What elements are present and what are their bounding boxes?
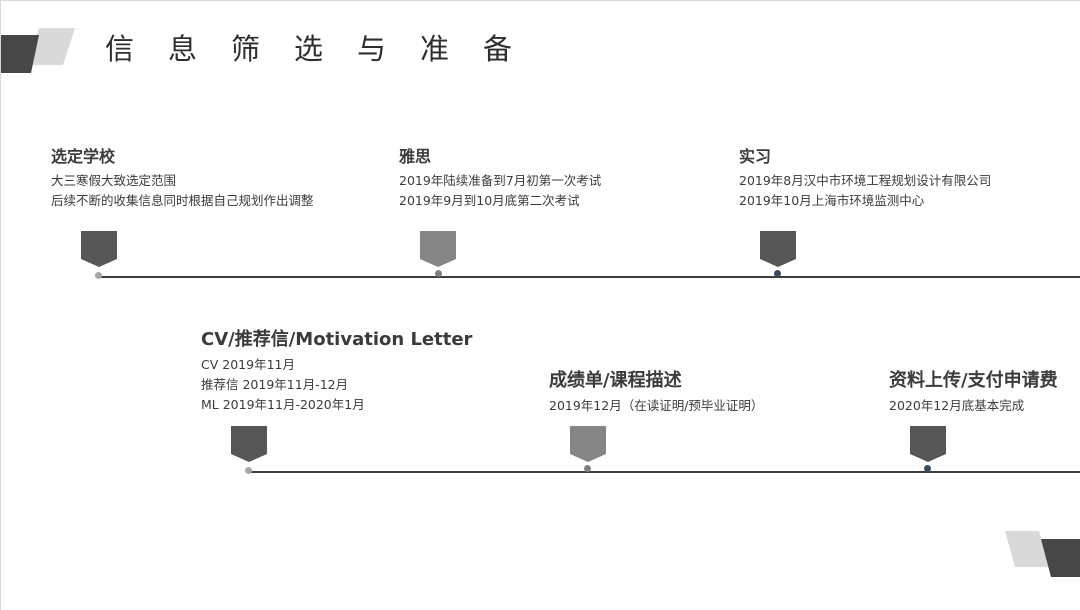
timeline-dot [245,467,252,474]
event-detail-line: ML 2019年11月-2020年1月 [201,397,365,412]
timeline-dot [774,270,781,277]
event-description: 2020年12月底基本完成 [889,396,1058,416]
timeline-line-row-2 [249,471,1080,473]
timeline-event-internship: 实习 2019年8月汉中市环境工程规划设计有限公司 2019年10月上海市环境监… [739,146,991,211]
event-detail-line: 2019年12月（在读证明/预毕业证明） [549,398,764,413]
deco-parallelogram-dark [1041,539,1080,577]
event-detail-line: 2019年8月汉中市环境工程规划设计有限公司 [739,173,992,188]
page-title: 信息筛选与准备 [105,32,547,66]
event-description: 2019年12月（在读证明/预毕业证明） [549,396,763,416]
timeline-marker [570,426,606,462]
deco-parallelogram-light [27,28,75,65]
event-description: 2019年8月汉中市环境工程规划设计有限公司 2019年10月上海市环境监测中心 [739,171,991,211]
timeline-event-ielts: 雅思 2019年陆续准备到7月初第一次考试 2019年9月到10月底第二次考试 [399,146,601,211]
timeline-marker [81,231,117,267]
event-heading: CV/推荐信/Motivation Letter [201,329,473,350]
event-heading: 实习 [739,147,772,166]
event-detail-line: CV 2019年11月 [201,357,295,372]
event-detail-line: 后续不断的收集信息同时根据自己规划作出调整 [51,193,314,208]
event-detail-line: 2020年12月底基本完成 [889,398,1025,413]
event-description: 2019年陆续准备到7月初第一次考试 2019年9月到10月底第二次考试 [399,171,601,211]
timeline-line-row-1 [99,276,1080,278]
timeline-event-select-school: 选定学校 大三寒假大致选定范围 后续不断的收集信息同时根据自己规划作出调整 [51,146,314,211]
event-heading: 雅思 [399,147,432,166]
event-heading: 资料上传/支付申请费 [889,370,1058,391]
timeline-dot [924,465,931,472]
event-description: 大三寒假大致选定范围 后续不断的收集信息同时根据自己规划作出调整 [51,171,314,211]
timeline-event-cv-letters: CV/推荐信/Motivation Letter CV 2019年11月 推荐信… [201,328,472,415]
timeline-event-transcript: 成绩单/课程描述 2019年12月（在读证明/预毕业证明） [549,369,763,416]
footer-decoration [1005,531,1080,577]
event-heading: 选定学校 [51,147,116,166]
timeline-marker [760,231,796,267]
event-detail-line: 2019年9月到10月底第二次考试 [399,193,580,208]
timeline-event-upload-fee: 资料上传/支付申请费 2020年12月底基本完成 [889,369,1058,416]
event-detail-line: 2019年陆续准备到7月初第一次考试 [399,173,602,188]
timeline-marker [910,426,946,462]
event-heading: 成绩单/课程描述 [549,370,682,391]
timeline-marker [231,426,267,462]
event-detail-line: 推荐信 2019年11月-12月 [201,377,349,392]
timeline-marker [420,231,456,267]
header-decoration [1,28,75,73]
timeline-dot [584,465,591,472]
event-detail-line: 2019年10月上海市环境监测中心 [739,193,925,208]
deco-parallelogram-dark [1,35,39,73]
event-detail-line: 大三寒假大致选定范围 [51,173,177,188]
deco-parallelogram-light [1005,531,1049,567]
timeline-dot [95,272,102,279]
event-description: CV 2019年11月 推荐信 2019年11月-12月 ML 2019年11月… [201,355,472,415]
timeline-dot [435,270,442,277]
